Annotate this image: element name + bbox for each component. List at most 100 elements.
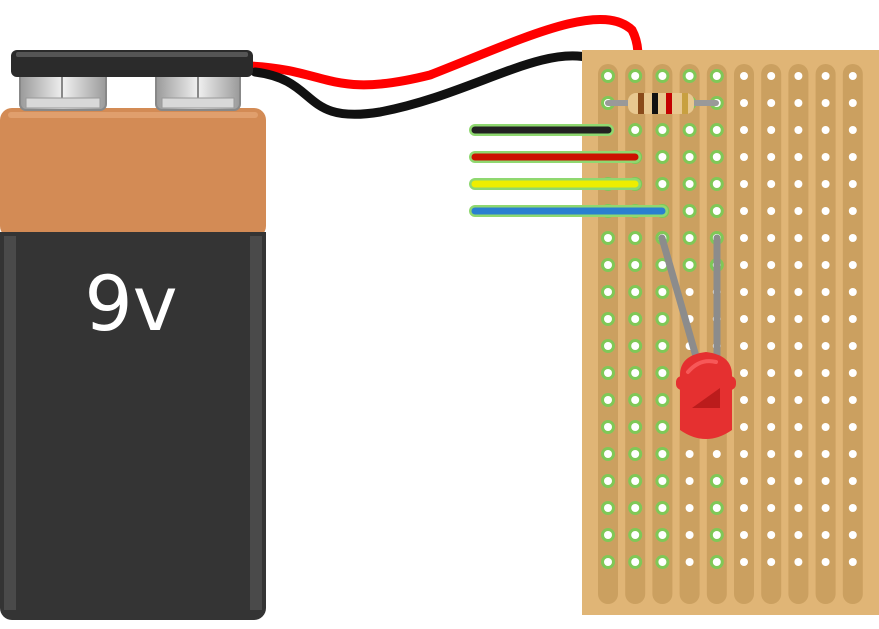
battery-voltage-label: 9v xyxy=(84,259,177,348)
copper-strip xyxy=(761,64,782,604)
board-hole xyxy=(740,180,748,188)
board-hole xyxy=(712,504,721,512)
board-hole xyxy=(767,396,776,404)
board-hole xyxy=(685,180,694,188)
board-hole xyxy=(658,423,667,431)
board-hole xyxy=(821,504,830,512)
board-hole xyxy=(848,531,857,539)
resistor-band xyxy=(666,93,672,114)
board-hole xyxy=(604,504,612,512)
stripboard xyxy=(582,50,879,615)
board-hole xyxy=(631,261,640,269)
board-hole xyxy=(848,207,857,215)
board-hole xyxy=(821,315,830,323)
copper-strip xyxy=(842,64,863,604)
board-hole xyxy=(604,558,612,566)
board-hole xyxy=(821,153,830,161)
board-hole xyxy=(604,315,612,323)
board-hole xyxy=(631,450,640,458)
battery-right-shade xyxy=(250,236,262,610)
board-hole xyxy=(767,288,776,296)
board-hole xyxy=(631,531,640,539)
board-hole xyxy=(658,477,667,485)
board-hole xyxy=(821,531,830,539)
board-hole xyxy=(767,180,776,188)
board-hole xyxy=(712,180,721,188)
board-hole xyxy=(767,207,776,215)
resistor-band xyxy=(682,93,688,114)
board-hole xyxy=(794,369,803,377)
board-hole xyxy=(658,558,667,566)
board-hole xyxy=(658,504,667,512)
board-hole xyxy=(794,153,803,161)
board-hole xyxy=(821,396,830,404)
battery-body-top-fill xyxy=(0,232,266,252)
board-hole xyxy=(658,315,667,323)
board-hole xyxy=(740,342,748,350)
board-hole xyxy=(767,423,776,431)
board-hole xyxy=(658,180,667,188)
board-hole xyxy=(794,450,803,458)
copper-strip xyxy=(788,64,809,604)
board-hole xyxy=(631,558,640,566)
board-hole xyxy=(631,369,640,377)
board-hole xyxy=(848,558,857,566)
led-body xyxy=(680,352,732,439)
board-hole xyxy=(767,99,776,107)
copper-strip xyxy=(652,64,673,604)
board-hole xyxy=(658,153,667,161)
board-hole xyxy=(712,558,721,566)
board-hole xyxy=(658,288,667,296)
board-hole xyxy=(740,261,748,269)
board-hole xyxy=(794,261,803,269)
resistor xyxy=(605,93,719,114)
board-hole xyxy=(848,72,857,80)
board-hole xyxy=(604,396,612,404)
board-hole xyxy=(848,477,857,485)
board-hole xyxy=(631,342,640,350)
board-hole xyxy=(767,126,776,134)
battery-copper-top xyxy=(0,108,266,238)
board-hole xyxy=(767,72,776,80)
board-hole xyxy=(631,396,640,404)
board-hole xyxy=(604,261,612,269)
board-hole xyxy=(794,180,803,188)
board-hole xyxy=(685,504,694,512)
board-hole xyxy=(821,72,830,80)
led xyxy=(658,234,736,439)
board-hole xyxy=(821,234,830,242)
board-hole xyxy=(821,288,830,296)
board-hole xyxy=(685,207,694,215)
copper-strip xyxy=(815,64,836,604)
board-hole xyxy=(658,450,667,458)
board-hole xyxy=(740,126,748,134)
board-hole xyxy=(794,477,803,485)
board-hole xyxy=(658,531,667,539)
battery-black-lead xyxy=(250,51,611,119)
board-hole xyxy=(712,477,721,485)
board-hole xyxy=(658,369,667,377)
board-hole xyxy=(631,234,640,242)
board-hole xyxy=(658,126,667,134)
board-hole xyxy=(740,315,748,323)
board-hole xyxy=(767,504,776,512)
board-hole xyxy=(794,72,803,80)
board-hole xyxy=(767,234,776,242)
board-hole xyxy=(848,450,857,458)
board-hole xyxy=(685,288,694,296)
board-hole xyxy=(658,396,667,404)
board-hole xyxy=(604,234,612,242)
board-hole xyxy=(631,423,640,431)
board-hole xyxy=(848,234,857,242)
board-hole xyxy=(821,261,830,269)
resistor-bands xyxy=(638,93,688,114)
copper-strips xyxy=(598,64,863,604)
board-hole xyxy=(604,342,612,350)
board-hole xyxy=(767,261,776,269)
board-hole xyxy=(848,153,857,161)
board-hole xyxy=(712,126,721,134)
battery-red-lead xyxy=(245,14,643,90)
board-hole xyxy=(604,72,612,80)
board-hole xyxy=(685,126,694,134)
board-hole xyxy=(685,531,694,539)
